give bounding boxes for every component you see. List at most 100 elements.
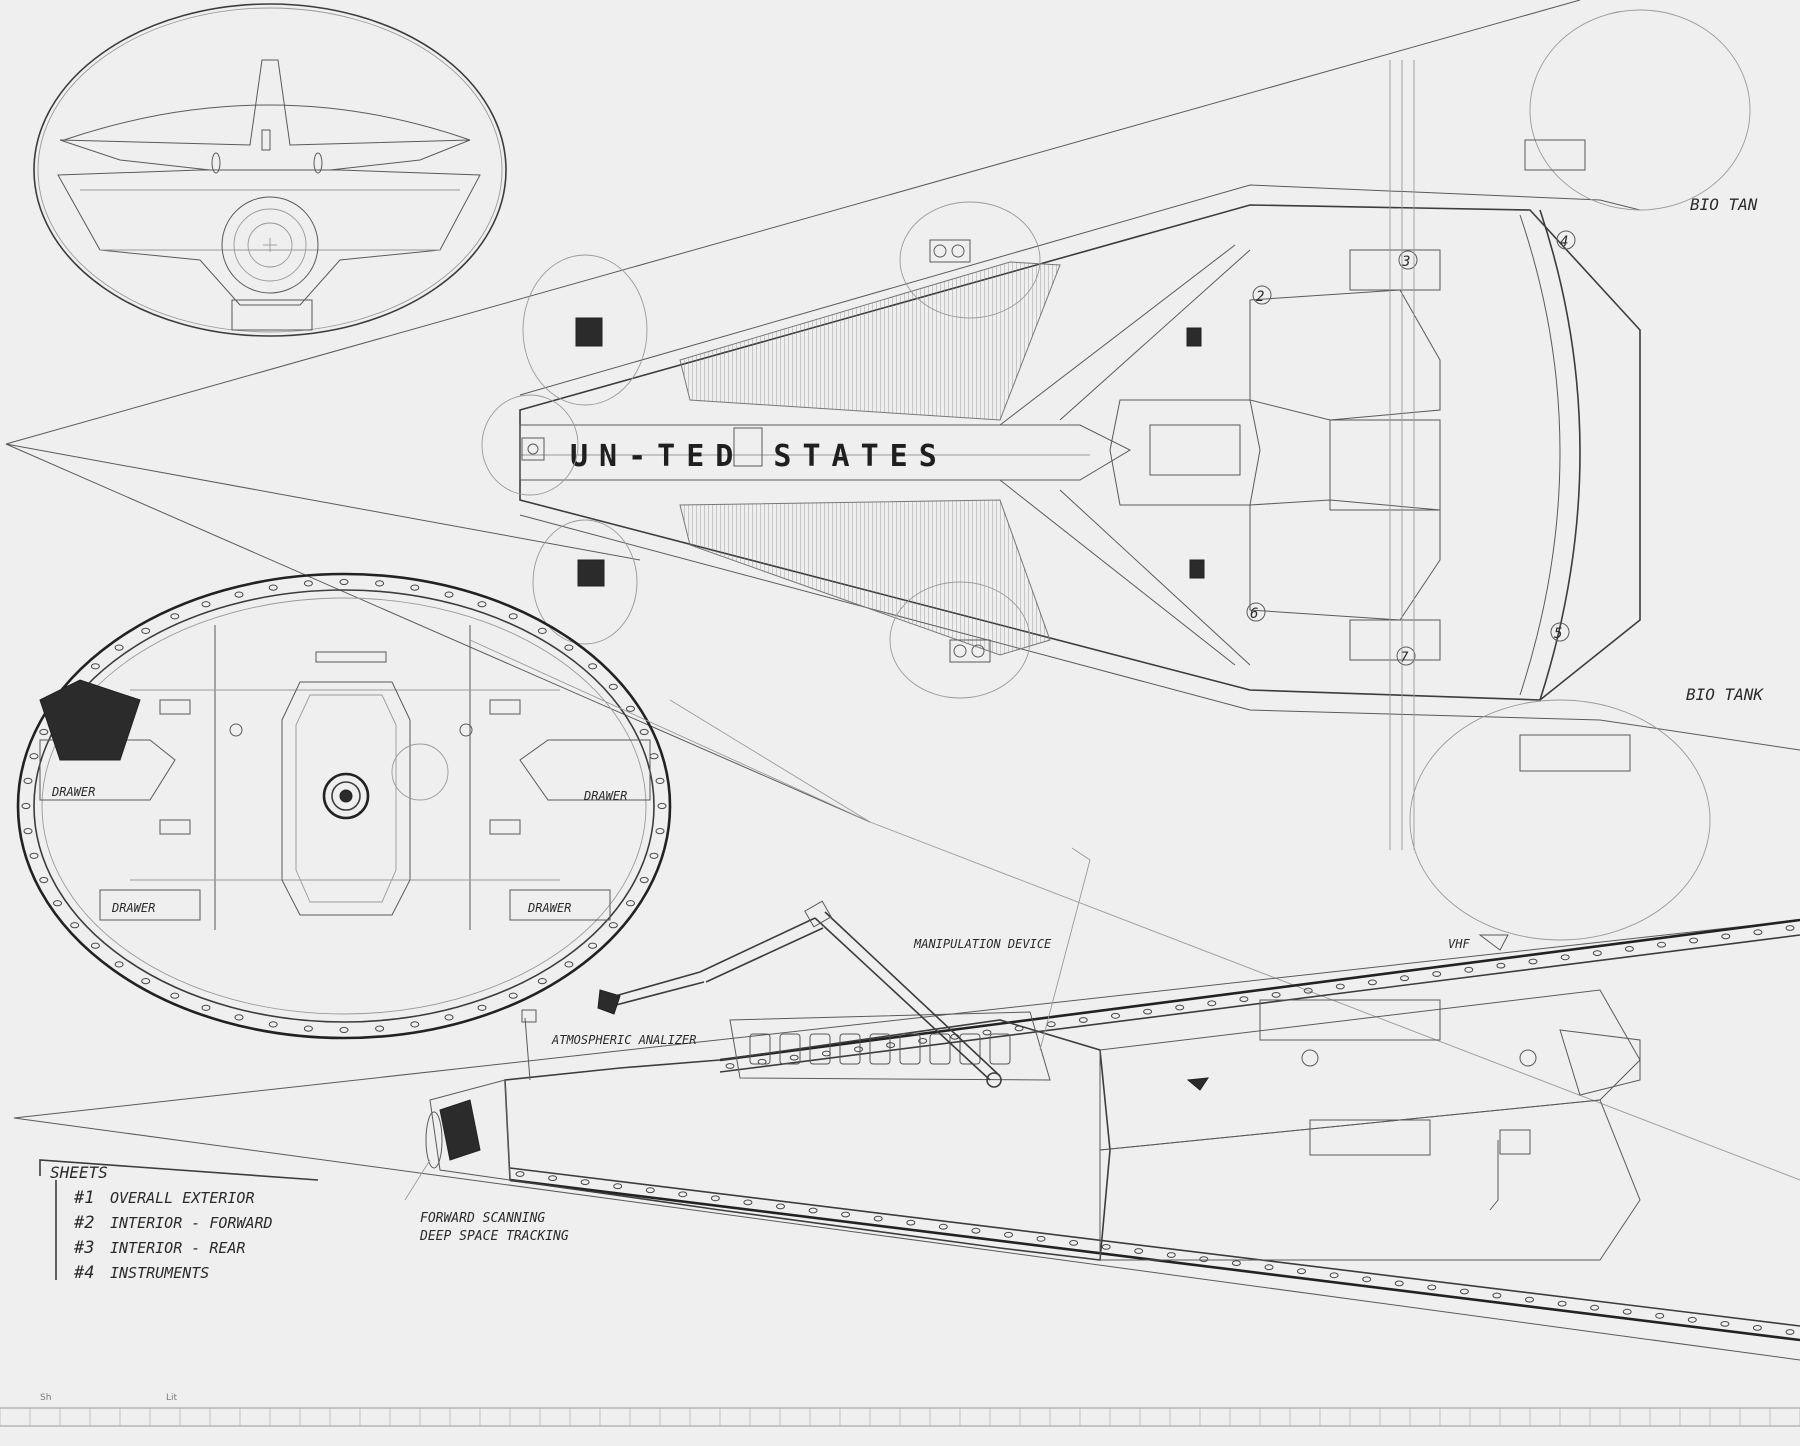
sheet-4-name: INSTRUMENTS (110, 1264, 209, 1282)
sheets-legend: SHEETS #1 OVERALL EXTERIOR #2 INTERIOR -… (39, 1159, 319, 1283)
porthole (23, 777, 33, 785)
porthole (21, 802, 31, 810)
porthole (477, 601, 487, 608)
plan-cabins (1109, 209, 1581, 701)
atmospheric-analizer-label: ATMOSPHERIC ANALIZER (551, 1033, 697, 1047)
rivet (938, 1223, 948, 1230)
rivet (1655, 1312, 1665, 1319)
title-block: Sh Lit (0, 1393, 1800, 1427)
rivet (1297, 1268, 1306, 1275)
rivet (1036, 1235, 1046, 1242)
porthole (141, 627, 151, 635)
porthole (655, 777, 665, 785)
rivet (1590, 1304, 1600, 1311)
porthole (114, 961, 124, 968)
porthole (444, 591, 454, 598)
cabin-window (989, 1033, 1011, 1065)
porthole (626, 705, 635, 712)
sheet-4-num: #4 (73, 1263, 94, 1283)
cabin-window (839, 1033, 861, 1065)
porthole (564, 644, 574, 651)
porthole (23, 828, 33, 835)
porthole (141, 978, 151, 985)
rivet (1004, 1231, 1013, 1238)
porthole (477, 1004, 487, 1011)
porthole (201, 1004, 211, 1011)
rivet (1111, 1012, 1120, 1019)
compartment-numbers: 2 3 4 5 6 7 (1246, 230, 1576, 666)
rivet (1134, 1248, 1144, 1254)
front-section-view (33, 3, 507, 337)
porthole (608, 683, 618, 690)
vhf-label: VHF (1448, 937, 1470, 951)
rivet (1175, 1004, 1185, 1011)
drawer-label-right: DRAWER (583, 789, 627, 803)
compartment-number-3: 3 (1401, 254, 1410, 270)
rivet (1657, 941, 1666, 948)
rivet (613, 1183, 623, 1190)
rivet (841, 1211, 851, 1218)
cabin-window (899, 1033, 921, 1065)
rivet (1721, 933, 1731, 940)
porthole (234, 1014, 244, 1021)
porthole (39, 728, 49, 736)
porthole (268, 584, 278, 591)
plan-view: UN-TED STATES 2 3 4 5 6 7 (5, 0, 1800, 1181)
rivet (515, 1171, 525, 1177)
rivet (854, 1046, 863, 1053)
porthole (170, 613, 180, 620)
sheet-3-name: INTERIOR - REAR (110, 1239, 245, 1257)
rivet (1271, 992, 1281, 998)
porthole (564, 961, 574, 968)
rivet (1459, 1288, 1469, 1295)
plan-sketch-circles (481, 9, 1751, 941)
compartment-number-7: 7 (1400, 650, 1409, 666)
rivet (1492, 1292, 1502, 1299)
drawer-label-bottom-right: DRAWER (527, 901, 571, 915)
cabin-window (929, 1033, 951, 1065)
rivet (725, 1063, 735, 1069)
rivet (1687, 1316, 1697, 1323)
cabin-window (809, 1033, 831, 1065)
rivet (1078, 1017, 1088, 1023)
lower-hull-band-rivets (515, 1171, 1795, 1335)
cabin-window (869, 1033, 891, 1065)
rivet (1689, 937, 1699, 944)
rivet (873, 1215, 883, 1222)
rivet (886, 1042, 896, 1048)
cabin-window (779, 1033, 801, 1065)
porthole (90, 663, 100, 670)
porthole (29, 852, 39, 859)
title-block-grid (0, 1408, 1800, 1426)
porthole (626, 900, 635, 907)
compartment-number-2: 2 (1256, 289, 1264, 305)
rivet (580, 1179, 590, 1185)
cabin-window (959, 1033, 981, 1065)
forward-scanning-label: FORWARD SCANNING (420, 1211, 545, 1226)
rivet (1335, 983, 1345, 990)
rivet (1753, 929, 1763, 936)
porthole (649, 753, 659, 760)
rivet (757, 1058, 767, 1065)
porthole (303, 580, 313, 587)
rivet (1394, 1280, 1404, 1287)
rivet (1622, 1308, 1632, 1315)
rivet (1592, 950, 1602, 956)
cabin-window-row (749, 1033, 1011, 1065)
side-elevation-view: VHF MANIPULATION DEVICE ATMOSPHERIC ANAL… (13, 847, 1800, 1361)
porthole (339, 1026, 349, 1034)
rivet (1528, 958, 1538, 965)
rivet (1752, 1325, 1762, 1331)
porthole (649, 852, 659, 859)
porthole (588, 942, 598, 949)
porthole (90, 942, 100, 949)
rivet (1069, 1240, 1079, 1246)
porthole (508, 992, 518, 999)
porthole (170, 992, 180, 999)
rivet (789, 1054, 799, 1061)
cross-section-view: DRAWER DRAWER DRAWER DRAWER (16, 572, 871, 1040)
rivet (808, 1207, 818, 1214)
compartment-number-4: 4 (1560, 234, 1568, 250)
rivet (1785, 1329, 1795, 1335)
